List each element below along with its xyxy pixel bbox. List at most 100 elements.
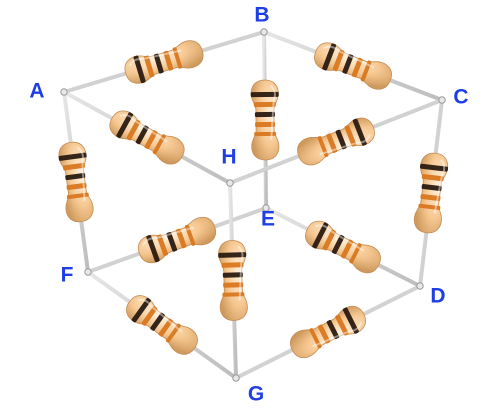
resistor-highlight bbox=[312, 321, 363, 348]
resistor-band bbox=[331, 234, 345, 255]
resistor-body bbox=[413, 152, 449, 234]
resistor-b-c bbox=[314, 42, 392, 90]
resistor-band bbox=[135, 125, 149, 145]
resistor-band bbox=[352, 118, 367, 146]
resistor-highlight bbox=[137, 298, 183, 333]
resistor-highlight bbox=[322, 45, 375, 69]
resistor-band bbox=[317, 324, 331, 344]
resistor-band bbox=[133, 55, 146, 84]
resistor-highlight bbox=[314, 224, 365, 252]
resistor-band bbox=[144, 130, 158, 150]
resistor-highlight bbox=[142, 226, 195, 247]
resistor-highlight bbox=[433, 159, 446, 214]
resistor-band bbox=[312, 222, 329, 249]
resistor-layer bbox=[58, 40, 449, 359]
resistor-band bbox=[351, 57, 363, 78]
resistor-band bbox=[344, 125, 357, 147]
vertex-node-g bbox=[232, 374, 240, 382]
resistor-band bbox=[222, 292, 245, 297]
resistor-band bbox=[152, 134, 166, 155]
resistor-band bbox=[223, 282, 244, 288]
vertex-node-b bbox=[260, 28, 268, 36]
resistor-band bbox=[322, 229, 336, 251]
resistor-band bbox=[66, 182, 87, 191]
resistor-body bbox=[305, 220, 381, 274]
vertex-label-h: H bbox=[221, 146, 236, 169]
resistor-highlight bbox=[319, 134, 371, 156]
resistor-body bbox=[218, 240, 248, 321]
resistor-band bbox=[66, 192, 89, 200]
resistor-band bbox=[322, 43, 337, 71]
resistor-body bbox=[314, 42, 392, 90]
resistor-band bbox=[58, 152, 87, 161]
resistor-e-d bbox=[305, 220, 381, 274]
vertex-node-e bbox=[262, 204, 270, 212]
resistor-band bbox=[421, 173, 444, 182]
resistor-c-h bbox=[297, 117, 375, 166]
resistor-a-f bbox=[58, 141, 94, 223]
resistor-band bbox=[420, 193, 441, 201]
resistor-body bbox=[290, 305, 366, 359]
resistor-band bbox=[65, 172, 86, 181]
resistor-band bbox=[255, 121, 276, 128]
resistor-band bbox=[126, 119, 141, 141]
resistor-band bbox=[141, 306, 158, 326]
resistor-f-e bbox=[137, 216, 217, 264]
resistor-band bbox=[349, 243, 362, 264]
resistor-band bbox=[342, 307, 359, 334]
vertex-node-a bbox=[60, 88, 68, 96]
resistor-band bbox=[165, 323, 181, 343]
resistor-band bbox=[254, 131, 277, 137]
resistor-band bbox=[131, 297, 151, 323]
resistor-band bbox=[222, 272, 243, 278]
resistor-band bbox=[340, 239, 354, 259]
resistor-band bbox=[419, 163, 449, 172]
resistor-band bbox=[317, 136, 329, 158]
resistor-a-h bbox=[109, 110, 185, 165]
resistor-highlight bbox=[237, 245, 244, 301]
resistor-band bbox=[326, 133, 338, 153]
resistor-band bbox=[172, 47, 183, 69]
resistor-band bbox=[332, 49, 345, 72]
vertex-label-e: E bbox=[261, 208, 275, 231]
vertex-node-c bbox=[438, 96, 446, 104]
resistor-d-g bbox=[290, 305, 366, 359]
vertex-node-h bbox=[226, 179, 234, 187]
resistor-highlight bbox=[76, 146, 86, 202]
resistor-body bbox=[58, 141, 94, 223]
resistor-c-d bbox=[413, 152, 449, 234]
resistor-band bbox=[250, 91, 279, 98]
resistor-band bbox=[421, 184, 442, 192]
vertex-label-b: B bbox=[254, 4, 269, 27]
resistor-band bbox=[175, 228, 187, 249]
resistor-highlight bbox=[119, 113, 168, 143]
resistor-b-e bbox=[250, 79, 280, 161]
resistor-band bbox=[156, 234, 169, 257]
resistor-body bbox=[124, 40, 204, 84]
resistor-f-g bbox=[126, 295, 198, 355]
resistor-band bbox=[342, 54, 354, 74]
resistor-band bbox=[158, 318, 173, 337]
resistor-band bbox=[153, 53, 164, 74]
resistor-h-g bbox=[218, 240, 248, 321]
resistor-body bbox=[137, 216, 217, 264]
resistor-highlight bbox=[269, 85, 276, 140]
resistor-a-b bbox=[124, 40, 204, 84]
vertex-label-a: A bbox=[29, 80, 44, 103]
resistor-band bbox=[418, 203, 441, 211]
resistor-band bbox=[62, 162, 86, 171]
vertex-node-f bbox=[84, 268, 92, 276]
vertex-label-f: F bbox=[61, 264, 74, 287]
resistor-band bbox=[184, 224, 196, 246]
resistor-band bbox=[360, 60, 372, 82]
resistor-band bbox=[163, 50, 174, 71]
resistor-highlight bbox=[128, 49, 182, 67]
resistor-band bbox=[150, 312, 165, 331]
resistor-body bbox=[109, 110, 185, 165]
resistor-band bbox=[335, 314, 349, 336]
vertex-label-g: G bbox=[248, 383, 264, 405]
resistor-band bbox=[116, 112, 134, 139]
resistor-band bbox=[166, 232, 178, 252]
